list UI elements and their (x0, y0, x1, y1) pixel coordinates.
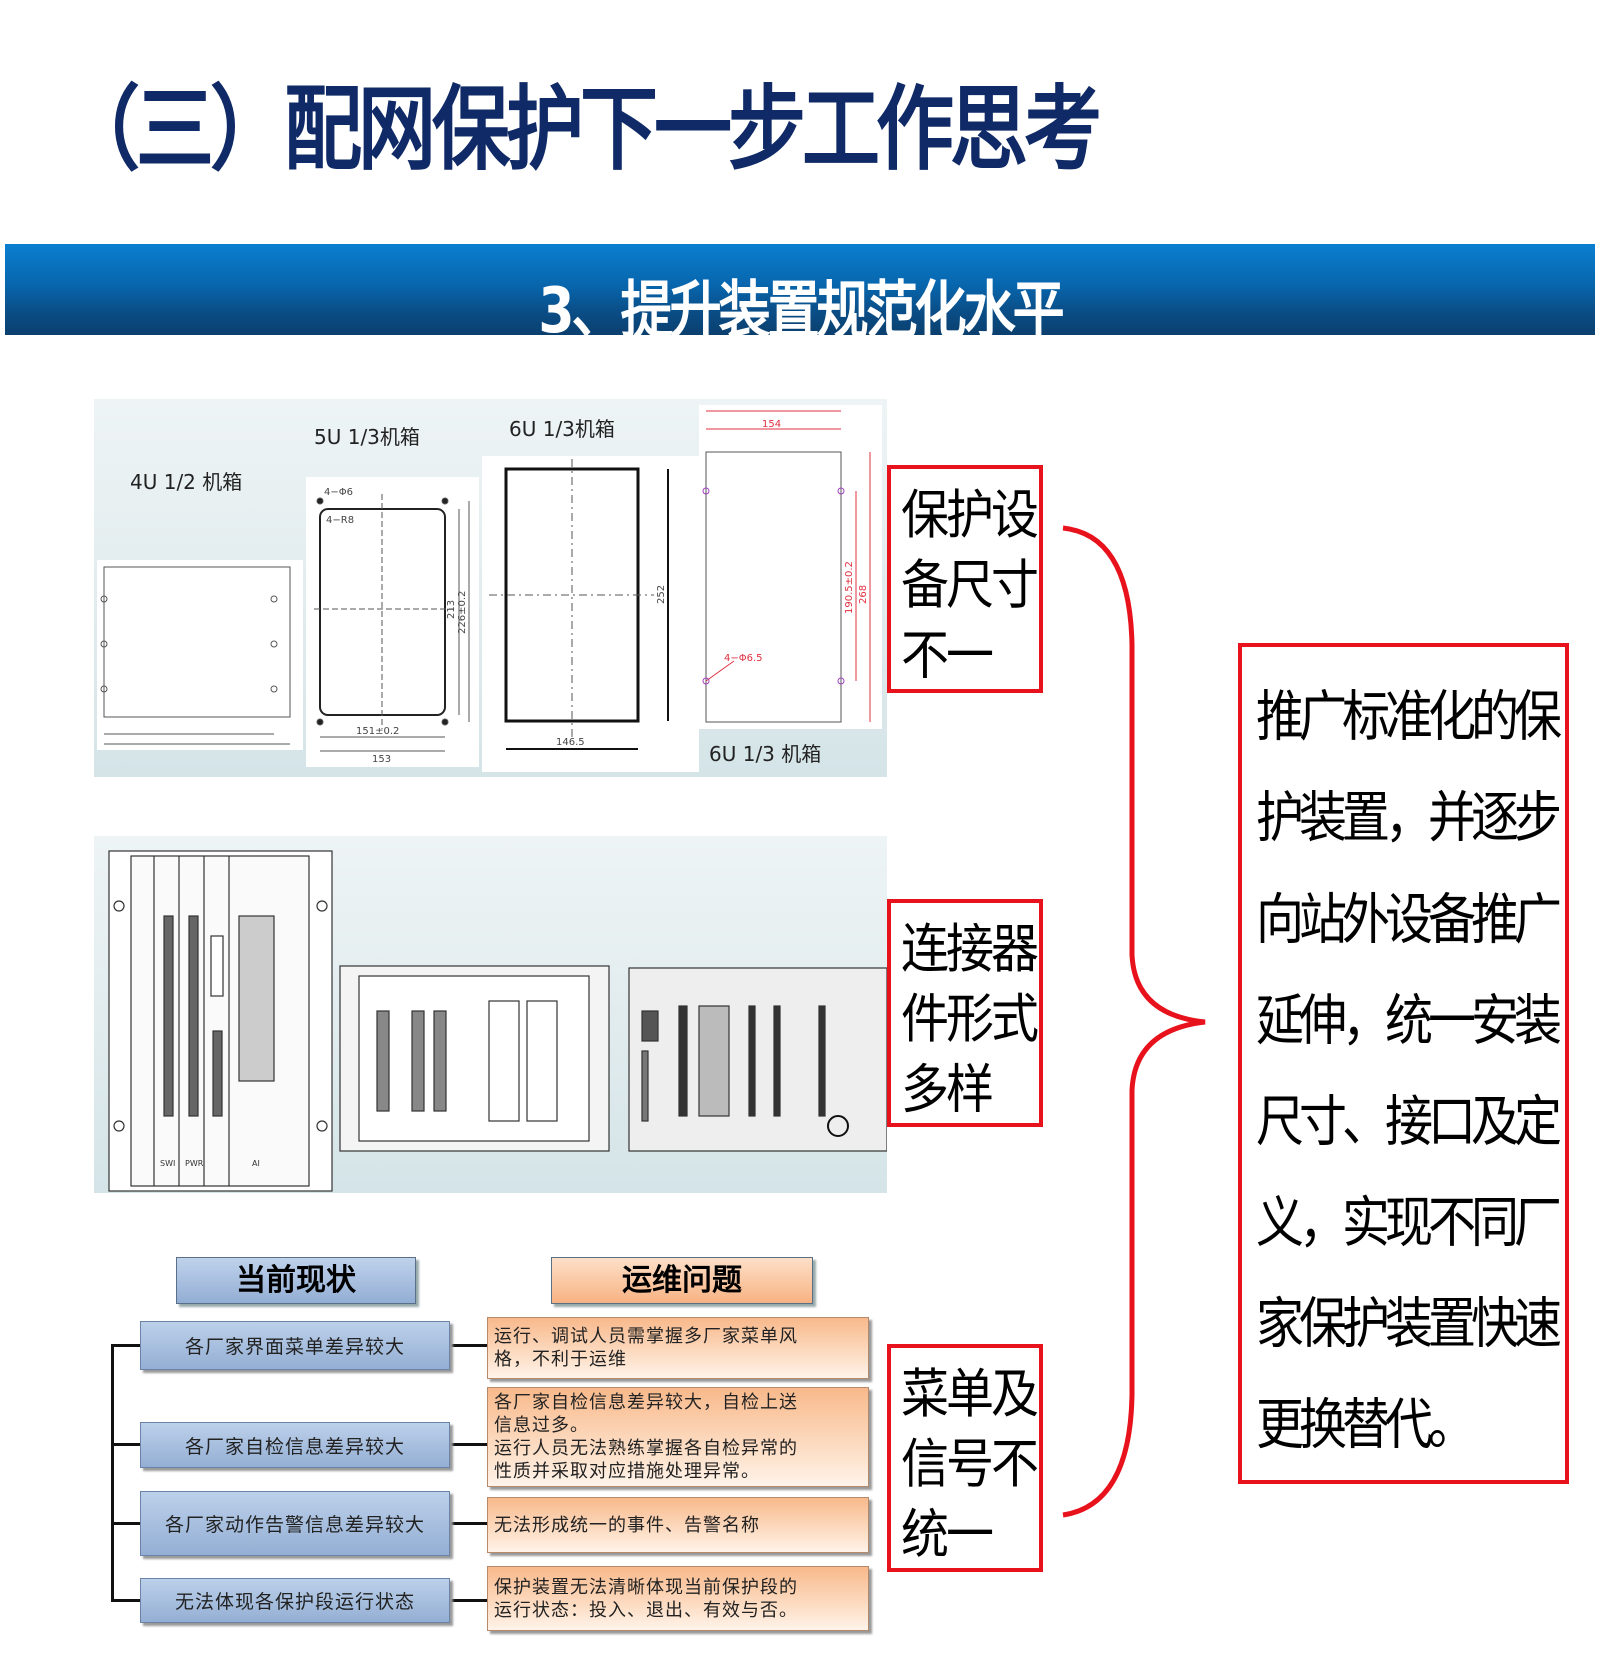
tree-line (111, 1344, 140, 1347)
dim-label: 151±0.2 (356, 726, 399, 737)
status-item: 无法体现各保护段运行状态 (140, 1578, 450, 1623)
problem-line: 运行状态：投入、退出、有效与否。 (494, 1599, 798, 1621)
conclusion-line: 家保护装置快速 (1256, 1291, 1562, 1357)
status-item: 各厂家界面菜单差异较大 (140, 1321, 450, 1370)
chassis-dimension-image: 4U 1/2 机箱 5U 1/3机箱 6U 1/3机箱 6U 1/3 机箱 4−… (94, 399, 887, 777)
callout-line: 连接器 (901, 918, 1039, 980)
connector-line (450, 1443, 487, 1446)
chassis-label-6u: 6U 1/3机箱 (509, 417, 615, 441)
module-label-swi: SWI (160, 1159, 175, 1168)
problem-item: 各厂家自检信息差异较大，自检上送信息过多。运行人员无法熟练掌握各自检异常的性质并… (487, 1387, 869, 1487)
conclusion-line: 推广标准化的保 (1256, 684, 1562, 750)
conclusion-box: 推广标准化的保 护装置，并逐步 向站外设备推广 延伸，统一安装 尺寸、接口及定 … (1238, 643, 1569, 1484)
conclusion-line: 更换替代。 (1256, 1392, 1476, 1458)
problem-line: 运行、调试人员需掌握多厂家菜单风 (494, 1326, 798, 1347)
tree-line (111, 1599, 140, 1602)
problem-line: 格，不利于运维 (494, 1349, 627, 1370)
problem-item: 无法形成统一的事件、告警名称 (487, 1497, 869, 1553)
callout-line: 信号不 (901, 1433, 1039, 1496)
dim-label: 146.5 (556, 737, 585, 748)
connector-line (450, 1522, 487, 1525)
conclusion-line: 义，实现不同厂 (1256, 1190, 1562, 1256)
dim-label: 190.5±0.2 (844, 561, 855, 614)
header-current-status: 当前现状 (176, 1257, 416, 1304)
problem-line: 信息过多。 (494, 1415, 589, 1436)
section-banner: 3、提升装置规范化水平 (5, 244, 1595, 348)
problem-line: 运行人员无法熟练掌握各自检异常的 (494, 1438, 798, 1459)
tree-line (111, 1344, 114, 1600)
connector-device-image: SWI PWR AI (94, 836, 887, 1193)
connector-line (450, 1599, 487, 1602)
status-item: 各厂家自检信息差异较大 (140, 1422, 450, 1468)
problem-item: 保护装置无法清晰体现当前保护段的运行状态：投入、退出、有效与否。 (487, 1566, 869, 1631)
callout-size-inconsistent: 保护设备尺寸不一 (887, 465, 1043, 693)
status-item: 各厂家动作告警信息差异较大 (140, 1491, 450, 1556)
problem-line: 各厂家自检信息差异较大，自检上送 (494, 1392, 798, 1413)
callout-line: 菜单及 (901, 1363, 1039, 1425)
chassis-label-6u-b: 6U 1/3 机箱 (709, 742, 821, 766)
callout-line: 多样 (901, 1059, 994, 1121)
dim-label: 252 (656, 585, 667, 604)
callout-line: 备尺寸 (901, 554, 1039, 617)
module-label-ai: AI (252, 1159, 260, 1168)
dim-label: 226±0.2 (457, 591, 468, 634)
dim-label: 4−Φ6 (324, 487, 353, 498)
dim-label: 153 (372, 754, 391, 765)
module-label-pwr: PWR (185, 1159, 204, 1168)
callout-line: 统一 (901, 1504, 994, 1566)
callout-line: 保护设 (901, 484, 1039, 546)
tree-line (111, 1522, 140, 1525)
curly-brace (1062, 525, 1206, 1518)
dim-label: 4−R8 (326, 515, 354, 526)
connector-line (450, 1344, 487, 1347)
callout-connector-variety: 连接器件形式多样 (887, 899, 1043, 1127)
problem-item: 运行、调试人员需掌握多厂家菜单风格，不利于运维 (487, 1317, 869, 1379)
header-om-problems: 运维问题 (551, 1257, 813, 1304)
conclusion-line: 护装置，并逐步 (1256, 785, 1562, 851)
chassis-label-5u: 5U 1/3机箱 (314, 425, 420, 449)
callout-menu-signal: 菜单及信号不统一 (887, 1344, 1043, 1572)
tree-line (111, 1443, 140, 1446)
dim-label: 268 (858, 585, 869, 604)
chassis-dimension-drawings: 4U 1/2 机箱 5U 1/3机箱 6U 1/3机箱 6U 1/3 机箱 4−… (97, 405, 882, 772)
problem-line: 保护装置无法清晰体现当前保护段的 (494, 1576, 798, 1598)
callout-line: 件形式 (901, 988, 1039, 1051)
dim-label: 213 (446, 600, 457, 619)
conclusion-line: 尺寸、接口及定 (1256, 1089, 1562, 1155)
device-drawings: SWI PWR AI (108, 850, 887, 1192)
conclusion-line: 延伸，统一安装 (1256, 988, 1562, 1054)
problem-line: 性质并采取对应措施处理异常。 (494, 1461, 760, 1482)
dim-label: 4−Φ6.5 (724, 653, 763, 664)
section-title: 3、提升装置规范化水平 (538, 275, 1064, 348)
conclusion-line: 向站外设备推广 (1256, 887, 1562, 953)
chassis-label-4u: 4U 1/2 机箱 (130, 470, 242, 494)
problem-line: 无法形成统一的事件、告警名称 (494, 1514, 760, 1536)
page-title: （三）配网保护下一步工作思考 (62, 77, 1102, 184)
dim-label: 154 (762, 419, 781, 430)
callout-line: 不一 (901, 625, 994, 687)
